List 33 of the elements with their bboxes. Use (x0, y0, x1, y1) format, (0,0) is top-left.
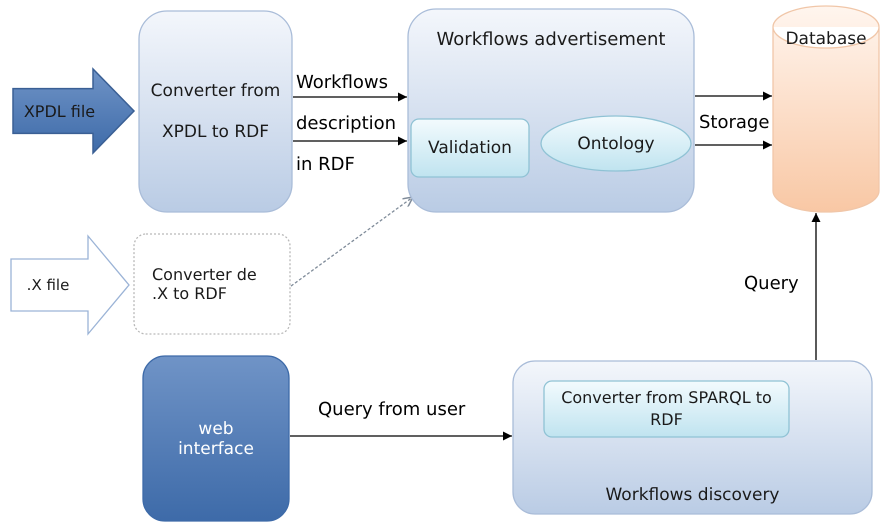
node-label: Workflows advertisement (436, 28, 666, 52)
process-box (410, 118, 530, 178)
block-arrow (12, 68, 135, 154)
node-label: web interface (177, 418, 255, 458)
process-box (133, 233, 291, 335)
arrow (293, 136, 407, 146)
arrow (812, 213, 820, 360)
node-label: XPDL file (24, 102, 96, 120)
arrow (695, 92, 772, 100)
edge-label: Query from user (318, 399, 466, 420)
node-label: .X file (26, 276, 70, 294)
node-label: Workflows discovery (605, 485, 780, 505)
node-label: Converter from SPARQL to RDF (560, 387, 773, 431)
arrow (695, 140, 772, 150)
edge-label: Query (744, 273, 799, 294)
node-label: Validation (428, 138, 512, 158)
node-label: Converter from XPDL to RDF (150, 80, 280, 144)
process-box (142, 355, 290, 522)
edge-label: Storage (699, 112, 770, 133)
database-cylinder (772, 5, 880, 213)
arrow (293, 92, 407, 102)
dashed-arrow (290, 196, 414, 287)
arrow (290, 432, 512, 440)
process-box (407, 8, 695, 213)
node-label: Ontology (577, 134, 655, 154)
node-label: Converter de .X to RDF (152, 265, 258, 303)
edge-label: Workflows description in RDF (296, 71, 398, 177)
process-ellipse (540, 115, 692, 172)
block-arrow (10, 235, 130, 335)
process-box (543, 380, 790, 438)
node-label: Database (785, 29, 867, 49)
process-box (512, 360, 873, 515)
process-box (138, 10, 293, 213)
